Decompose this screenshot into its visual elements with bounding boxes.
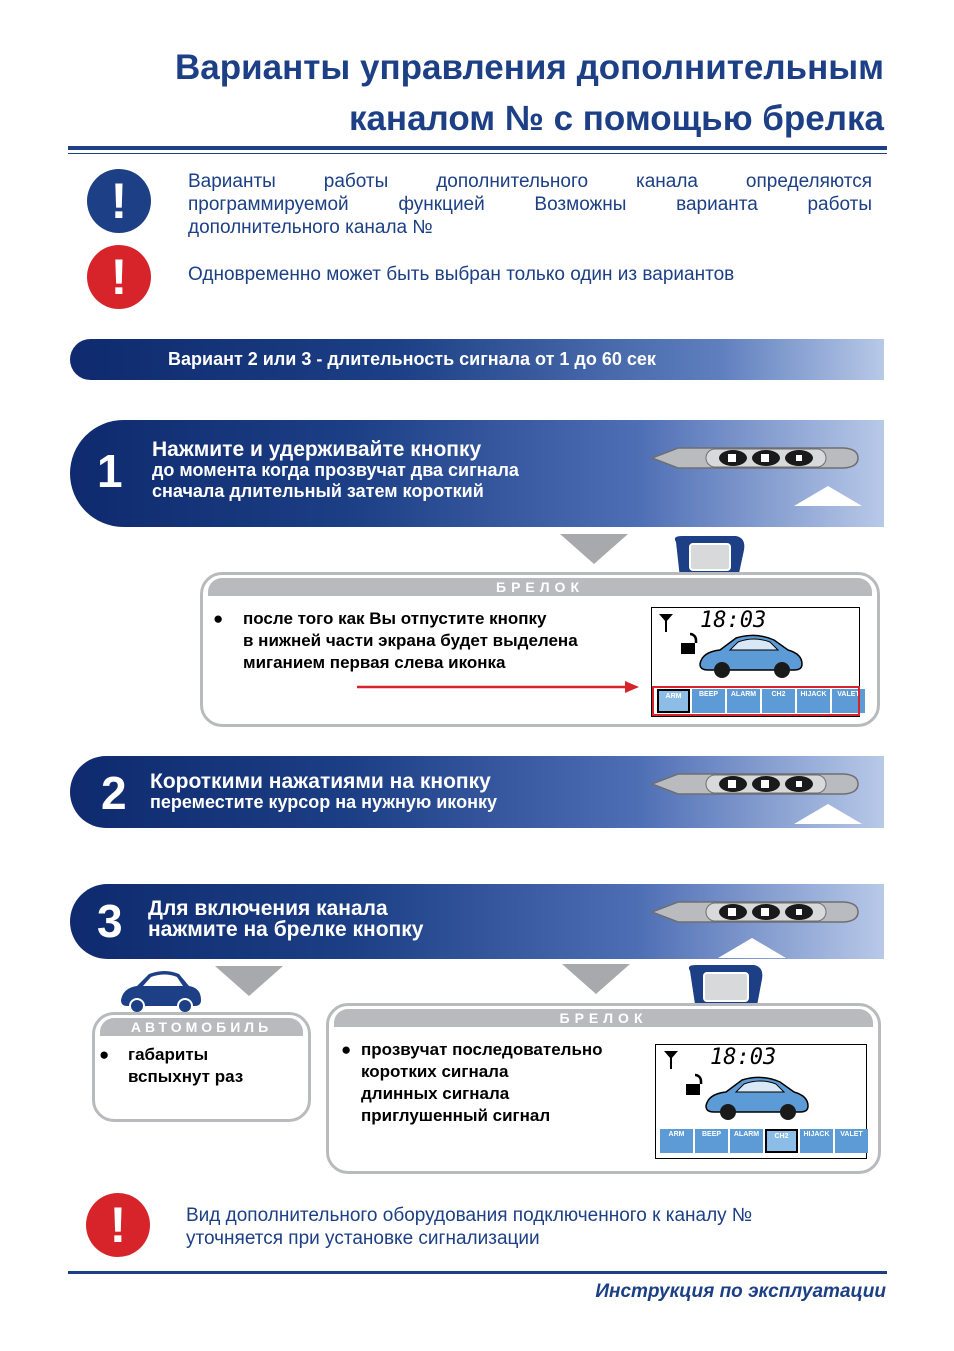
car-panel-header: АВТОМОБИЛЬ bbox=[100, 1018, 303, 1036]
step-1-line: сначала длительный затем короткий bbox=[152, 481, 484, 501]
panel-1-line: после того как Вы отпустите кнопку bbox=[243, 609, 547, 628]
title-rule bbox=[68, 146, 887, 150]
panel-2-line: коротких сигнала bbox=[361, 1062, 509, 1081]
keyfob-stick-icon bbox=[649, 447, 859, 469]
keyfob-stick-icon bbox=[649, 773, 859, 795]
info-paragraph: Варианты работы дополнительного канала о… bbox=[188, 170, 872, 239]
bottom-warning-line: Вид дополнительного оборудования подключ… bbox=[186, 1205, 753, 1226]
button-pointer-icon bbox=[794, 804, 862, 824]
red-arrow-icon bbox=[357, 681, 639, 693]
car-icon bbox=[121, 971, 201, 1014]
down-arrow-icon bbox=[215, 966, 283, 996]
keyfob-stick-icon bbox=[649, 901, 859, 923]
hijack-icon: HIJACK bbox=[797, 689, 830, 713]
step-3-number: 3 bbox=[97, 895, 123, 947]
car-panel-bullet: ● bbox=[99, 1045, 110, 1064]
panel-2-bullet: ● bbox=[341, 1040, 352, 1059]
lcd-icons-row-1: ARM BEEP ALARM CH2 HIJACK VALET bbox=[657, 689, 865, 713]
panel-2-text: прозвучат последовательно коротких сигна… bbox=[361, 1039, 603, 1127]
panel-1-line: миганием первая слева иконка bbox=[243, 653, 506, 672]
footer-rule bbox=[68, 1271, 887, 1274]
panel-2-line: приглушенный сигнал bbox=[361, 1106, 551, 1125]
button-pointer-icon bbox=[718, 938, 786, 958]
lcd-time-1: 18:03 bbox=[700, 608, 767, 633]
lock-icon bbox=[681, 632, 698, 654]
step-3-line: Для включения канала bbox=[148, 897, 388, 920]
lock-icon bbox=[686, 1073, 703, 1095]
bottom-warning-line: уточняется при установке сигнализации bbox=[186, 1228, 540, 1249]
panel-1-header: БРЕЛОК bbox=[208, 578, 872, 596]
car-icon bbox=[705, 1076, 809, 1120]
step-1-number: 1 bbox=[97, 445, 123, 497]
car-panel: АВТОМОБИЛЬ bbox=[92, 1012, 311, 1122]
bottom-warning-text: Вид дополнительного оборудования подключ… bbox=[186, 1204, 752, 1250]
info-line: программируемой функцией Возможны вариан… bbox=[188, 194, 872, 215]
panel-1-bullet: ● bbox=[213, 609, 224, 628]
down-arrow-icon bbox=[560, 534, 628, 564]
ch2-icon: CH2 bbox=[765, 1129, 798, 1153]
step-1-line: до момента когда прозвучат два сигнала bbox=[152, 460, 519, 480]
step-2-number: 2 bbox=[101, 767, 127, 819]
alarm-icon: ALARM bbox=[730, 1129, 763, 1153]
page-title-line1: Варианты управления дополнительным bbox=[175, 48, 884, 87]
lcd-icons-row-2: ARM BEEP ALARM CH2 HIJACK VALET bbox=[660, 1129, 868, 1153]
step-2-line: Короткими нажатиями на кнопку bbox=[150, 770, 491, 793]
step-2-line: переместите курсор на нужную иконку bbox=[150, 792, 497, 812]
panel-2-line: прозвучат последовательно bbox=[361, 1040, 603, 1059]
valet-icon: VALET bbox=[835, 1129, 868, 1153]
warning-exclamation-icon: ! bbox=[86, 1193, 150, 1257]
hijack-icon: HIJACK bbox=[800, 1129, 833, 1153]
lcd-time-2: 18:03 bbox=[710, 1045, 777, 1070]
footer-text: Инструкция по эксплуатации bbox=[595, 1281, 886, 1302]
down-arrow-icon bbox=[562, 964, 630, 994]
panel-1-line: в нижней части экрана будет выделена bbox=[243, 631, 578, 650]
info-exclamation-icon: ! bbox=[87, 169, 151, 233]
step-3-line: нажмите на брелке кнопку bbox=[148, 918, 424, 941]
arm-icon: ARM bbox=[660, 1129, 693, 1153]
step-3-text: Для включения канала нажмите на брелке к… bbox=[148, 898, 423, 940]
car-panel-text: габариты вспыхнут раз bbox=[128, 1044, 243, 1088]
beep-icon: BEEP bbox=[692, 689, 725, 713]
icons-highlight-frame bbox=[652, 686, 860, 716]
title-rule-thin bbox=[68, 153, 887, 154]
step-1-text: Нажмите и удерживайте кнопку до момента … bbox=[152, 439, 519, 502]
button-pointer-icon bbox=[794, 486, 862, 506]
step-1-bar bbox=[70, 420, 884, 527]
warning-text: Одновременно может быть выбран только од… bbox=[188, 264, 735, 285]
arm-icon: ARM bbox=[657, 689, 690, 713]
panel-2-header: БРЕЛОК bbox=[334, 1009, 873, 1027]
variant-banner-text: Вариант 2 или 3 - длительность сигнала о… bbox=[168, 349, 656, 369]
car-panel-line: габариты bbox=[128, 1045, 209, 1064]
car-panel-line: вспыхнут раз bbox=[128, 1067, 244, 1086]
variant-banner: Вариант 2 или 3 - длительность сигнала о… bbox=[70, 339, 884, 380]
alarm-icon: ALARM bbox=[727, 689, 760, 713]
info-line: Варианты работы дополнительного канала о… bbox=[188, 171, 872, 192]
antenna-icon bbox=[664, 1051, 678, 1069]
step-1-line: Нажмите и удерживайте кнопку bbox=[152, 438, 482, 461]
step-2-text: Короткими нажатиями на кнопку переместит… bbox=[150, 771, 497, 813]
ch2-icon: CH2 bbox=[762, 689, 795, 713]
antenna-icon bbox=[659, 614, 673, 632]
panel-1-text: после того как Вы отпустите кнопку в ниж… bbox=[243, 608, 578, 674]
warning-exclamation-icon: ! bbox=[87, 245, 151, 309]
panel-2-line: длинных сигнала bbox=[361, 1084, 510, 1103]
beep-icon: BEEP bbox=[695, 1129, 728, 1153]
car-icon bbox=[699, 634, 803, 678]
info-line: дополнительного канала № bbox=[188, 217, 433, 238]
page-title-line2: каналом № с помощью брелка bbox=[348, 99, 884, 138]
